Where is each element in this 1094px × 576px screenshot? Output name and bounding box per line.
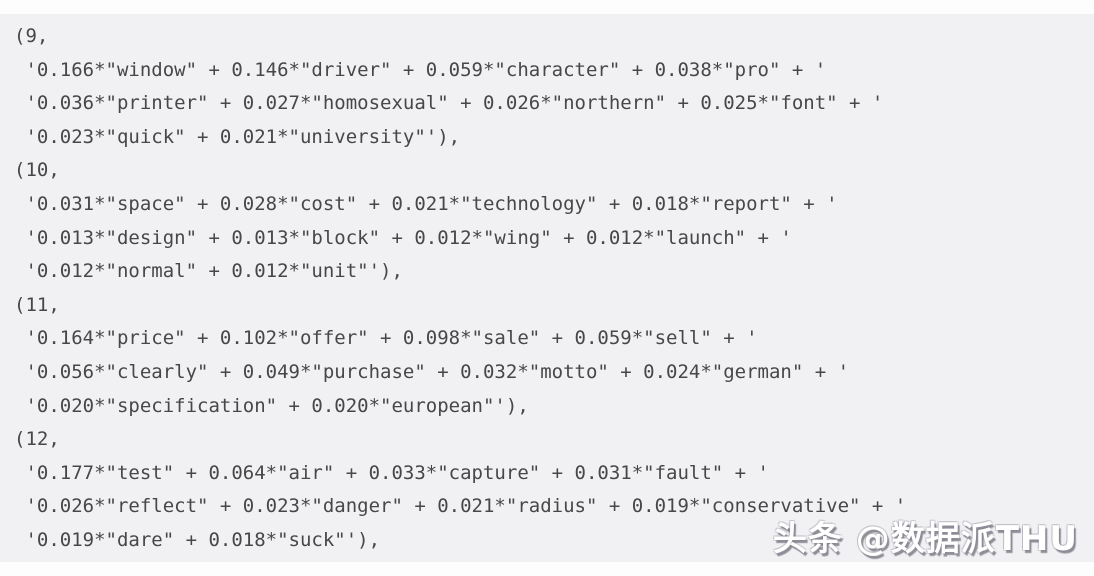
- code-line: '0.164*"price" + 0.102*"offer" + 0.098*"…: [14, 327, 758, 350]
- code-line: (10,: [14, 159, 60, 182]
- code-line: '0.026*"reflect" + 0.023*"danger" + 0.02…: [14, 495, 907, 518]
- console-panel: (9, '0.166*"window" + 0.146*"driver" + 0…: [0, 14, 1094, 562]
- code-line: (11,: [14, 293, 60, 316]
- code-line: '0.019*"dare" + 0.018*"suck"'),: [14, 528, 381, 551]
- code-line: '0.013*"design" + 0.013*"block" + 0.012*…: [14, 226, 792, 249]
- code-line: '0.056*"clearly" + 0.049*"purchase" + 0.…: [14, 360, 850, 383]
- top-margin: [0, 0, 1094, 14]
- code-line: '0.012*"normal" + 0.012*"unit"'),: [14, 260, 403, 283]
- code-line: (12,: [14, 428, 60, 451]
- code-line: '0.031*"space" + 0.028*"cost" + 0.021*"t…: [14, 192, 838, 215]
- toutiao-watermark: 头条 @数据派THU: [773, 511, 1078, 560]
- code-line: '0.023*"quick" + 0.021*"university"'),: [14, 125, 461, 148]
- code-line: (9,: [14, 25, 49, 47]
- bottom-margin: [0, 562, 1094, 576]
- console-output: (9, '0.166*"window" + 0.146*"driver" + 0…: [14, 20, 1094, 558]
- code-line: '0.177*"test" + 0.064*"air" + 0.033*"cap…: [14, 461, 769, 484]
- code-line: '0.166*"window" + 0.146*"driver" + 0.059…: [14, 58, 827, 81]
- code-line: '0.020*"specification" + 0.020*"european…: [14, 394, 529, 417]
- code-line: '0.036*"printer" + 0.027*"homosexual" + …: [14, 92, 884, 115]
- watermark-text: 头条 @数据派THU: [772, 519, 1078, 559]
